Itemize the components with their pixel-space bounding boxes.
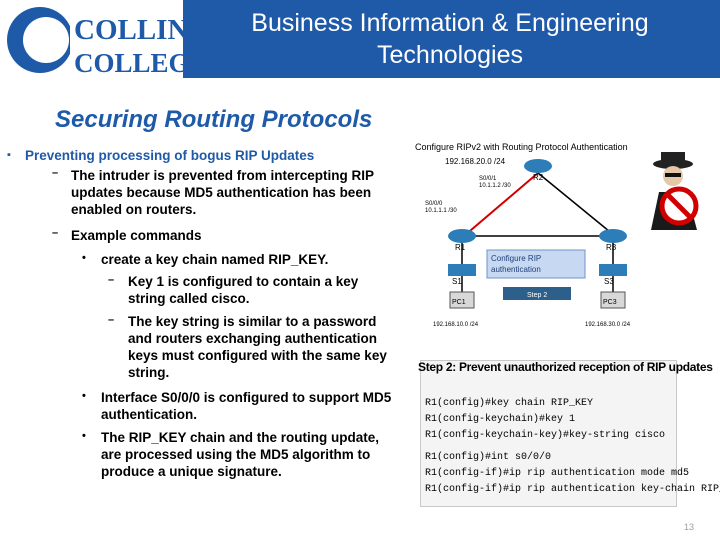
dash-bullet-icon: – [108, 314, 115, 326]
network-label: 192.168.20.0 /24 [445, 157, 506, 166]
config-line: R1(config)#int s0/0/0 [425, 452, 552, 463]
callout-line1: Configure RIP [491, 254, 541, 263]
config-line: R1(config)#key chain RIP_KEY [425, 398, 594, 409]
callout-line2: authentication [491, 265, 541, 274]
bullet-level2: The intruder is prevented from intercept… [71, 168, 374, 217]
header-title-line1: Business Information & Engineering [251, 9, 649, 37]
interface-label: 10.1.1.2 /30 [479, 183, 511, 189]
network-diagram: Configure RIPv2 with Routing Protocol Au… [415, 140, 720, 330]
square-bullet-icon: ▪ [7, 149, 11, 161]
bullet-level3: The RIP_KEY chain and the routing update… [101, 430, 380, 479]
router-r3-icon [599, 229, 627, 243]
config-panel [420, 360, 677, 507]
dot-bullet-icon: • [82, 390, 86, 402]
interface-label: 10.1.1.1 /30 [425, 208, 457, 214]
switch-s1-label: S1 [452, 277, 462, 286]
diagram-title: Configure RIPv2 with Routing Protocol Au… [415, 142, 628, 152]
pc1-label: PC1 [452, 299, 466, 306]
logo-mark-icon: COLLIN COLLEGE [7, 7, 208, 78]
network-label: 192.168.30.0 /24 [585, 322, 631, 328]
switch-s1-icon [448, 264, 476, 276]
page-number: 13 [684, 522, 695, 532]
dot-bullet-icon: • [82, 252, 86, 264]
header-title-line2: Technologies [377, 41, 523, 69]
dot-bullet-icon: • [82, 430, 86, 442]
pc3-icon [600, 291, 626, 309]
bullet-level4: The key string is similar to a password … [128, 314, 387, 380]
dash-bullet-icon: – [52, 227, 59, 239]
dash-bullet-icon: – [52, 167, 59, 179]
bullet-level1: Preventing processing of bogus RIP Updat… [25, 148, 315, 163]
router-r2-label: R2 [533, 173, 544, 182]
step-badge [503, 287, 571, 300]
serial-link [537, 172, 616, 237]
interface-label: S0/0/0 [425, 201, 443, 207]
switch-s3-icon [599, 264, 627, 276]
config-line: R1(config-if)#ip rip authentication key-… [425, 484, 720, 495]
router-r2-icon [524, 159, 552, 173]
config-line: R1(config-keychain-key)#key-string cisco [425, 430, 666, 441]
config-line: R1(config-keychain)#key 1 [425, 414, 576, 425]
college-logo: COLLIN COLLEGE [0, 0, 208, 80]
pc3-label: PC3 [603, 299, 617, 306]
config-line: R1(config-if)#ip rip authentication mode… [425, 468, 690, 479]
dash-bullet-icon: – [108, 274, 115, 286]
slide-title: Securing Routing Protocols [55, 106, 373, 133]
router-r3-label: R3 [606, 243, 617, 252]
bullet-level2: Example commands [71, 228, 202, 243]
router-r1-label: R1 [455, 243, 466, 252]
serial-link [463, 172, 539, 237]
header-title: Business Information & Engineering Techn… [190, 7, 710, 71]
router-r1-icon [448, 229, 476, 243]
switch-s3-label: S3 [604, 277, 614, 286]
config-title: Step 2: Prevent unauthorized reception o… [418, 360, 713, 374]
header-bar [183, 0, 720, 78]
bullet-level3: Interface S0/0/0 is configured to suppor… [101, 390, 392, 422]
logo-text-top: COLLIN [74, 14, 183, 46]
callout-box [486, 249, 586, 279]
network-label: 192.168.10.0 /24 [433, 322, 479, 328]
interface-label: S0/0/1 [479, 176, 497, 182]
bullet-level4: Key 1 is configured to contain a key str… [128, 274, 359, 306]
pc1-icon [449, 291, 475, 309]
step-label: Step 2 [527, 292, 547, 299]
logo-text-bottom: COLLEGE [74, 48, 183, 78]
bullet-level3: create a key chain named RIP_KEY. [101, 252, 329, 267]
prohibited-icon [659, 186, 699, 226]
